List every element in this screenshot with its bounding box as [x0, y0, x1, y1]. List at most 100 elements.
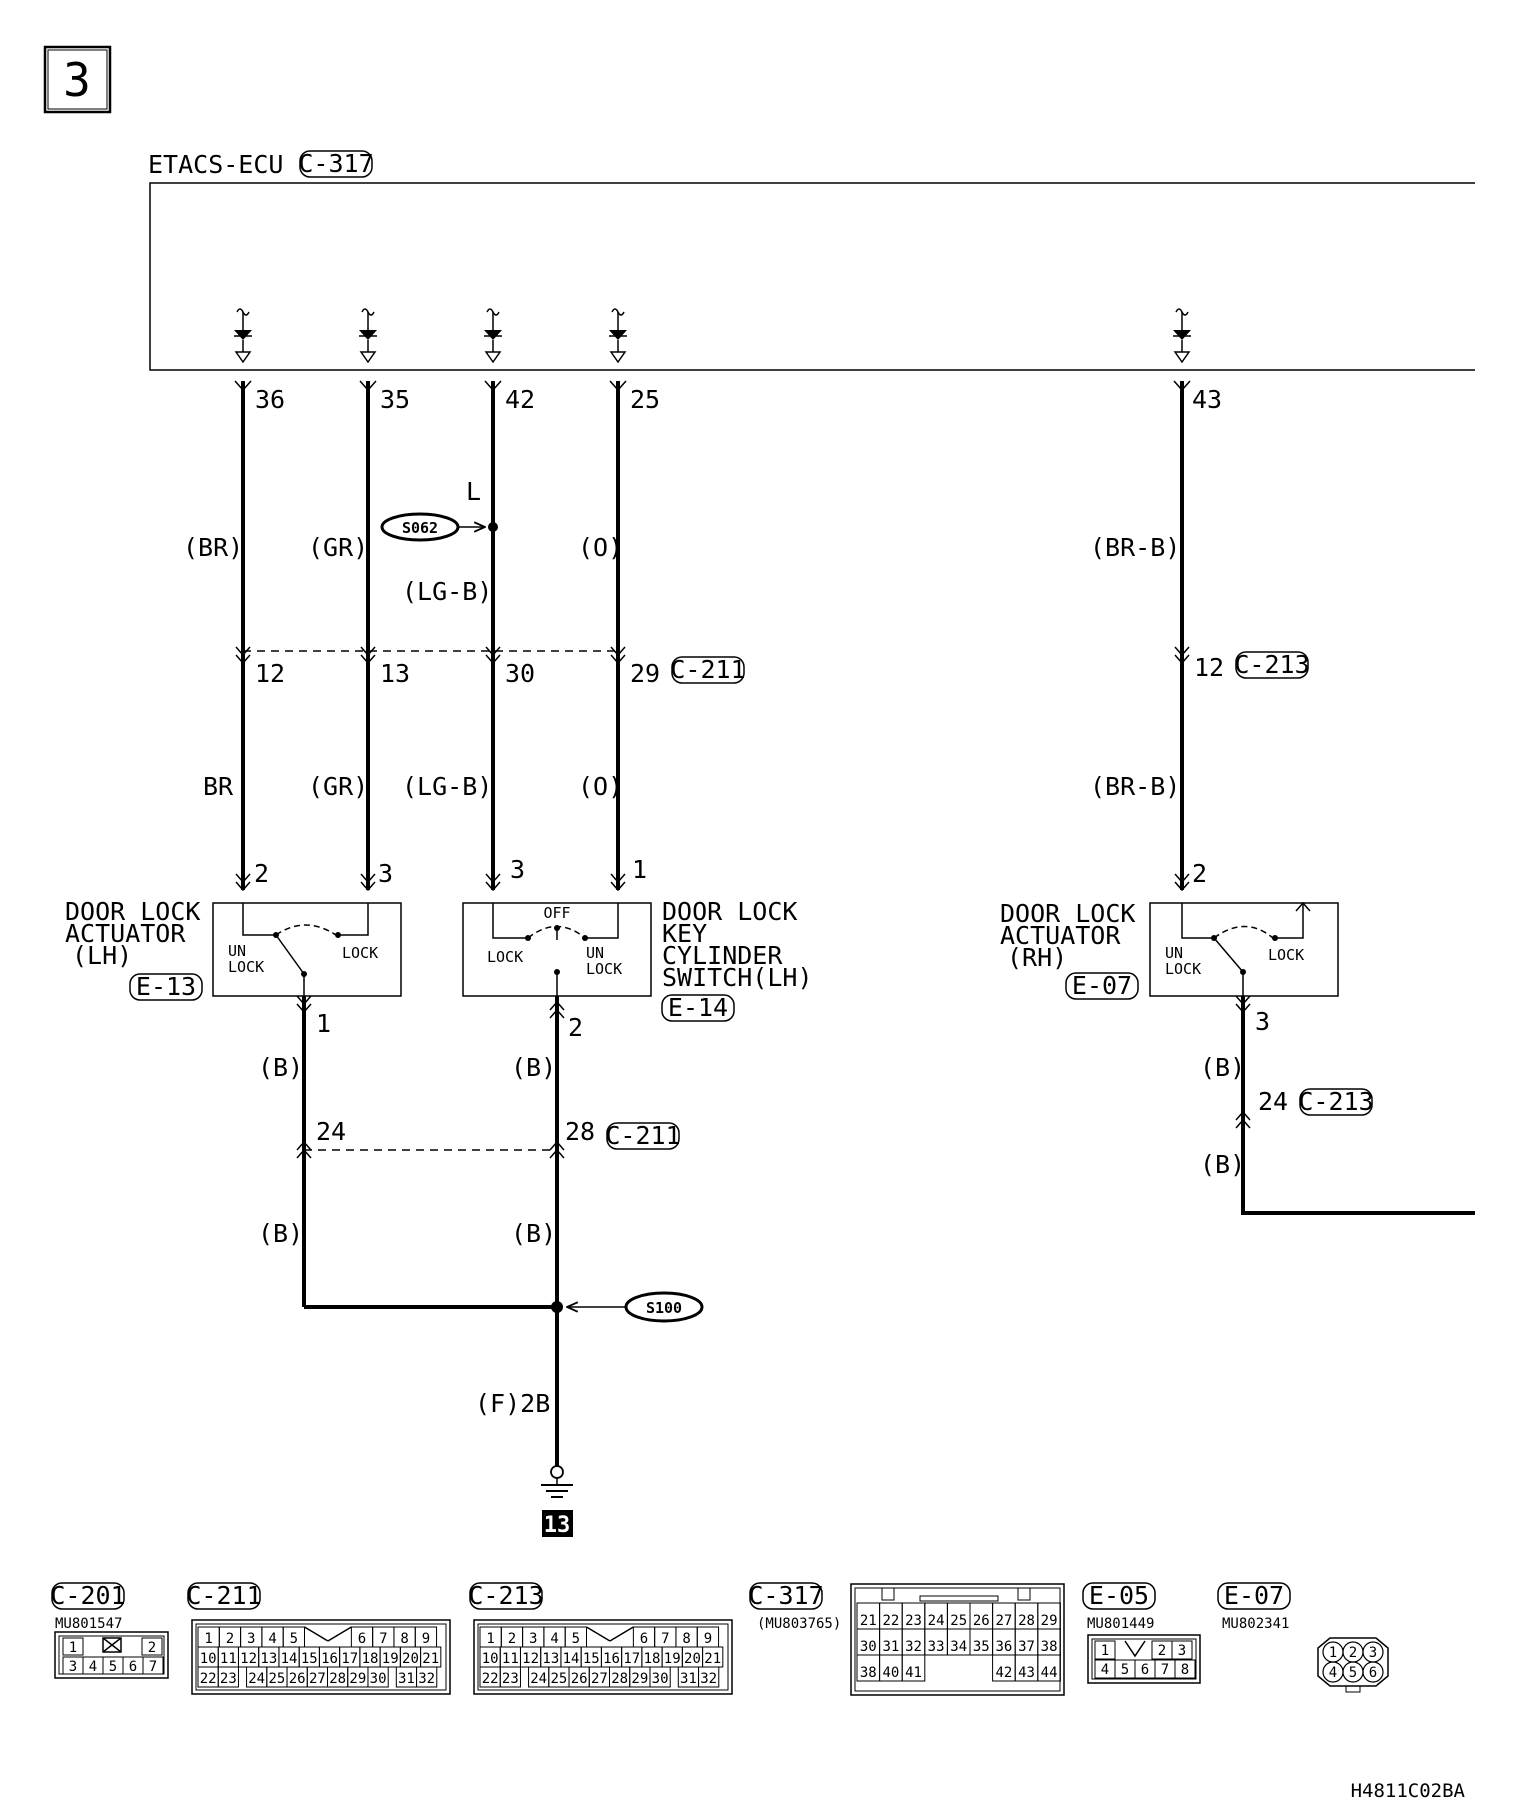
c317-r2-cell-label: 40 — [882, 1665, 899, 1681]
C-213-r0-cell-label: 4 — [550, 1631, 558, 1647]
C-213-r1-cell-label: 17 — [623, 1651, 640, 1667]
pin-25: 25 — [630, 385, 660, 414]
c211-pin-12: 12 — [255, 659, 285, 688]
c213-pin-24: 24 — [1258, 1087, 1288, 1116]
C-211-r2-cell-label: 23 — [220, 1671, 237, 1687]
wire-lg-b — [484, 380, 502, 890]
etacs-ecu: ETACS-ECU C-317 — [148, 149, 1475, 371]
C-211-r1-cell-label: 18 — [362, 1651, 379, 1667]
c317-r0-cell-label: 21 — [860, 1613, 877, 1629]
svg-text:C-211: C-211 — [186, 1581, 261, 1610]
door-lock-key-cylinder-switch-lh: 3 1 OFF LOCK UN LOCK DOOR LOCK KEY CYLIN… — [462, 855, 813, 1042]
C-213-r2-cell-label: 22 — [482, 1671, 499, 1687]
ecu-terminal-25 — [608, 308, 628, 363]
wire-color-l: L — [466, 477, 481, 506]
ground-point-marker — [542, 1510, 573, 1537]
pin-42: 42 — [505, 385, 535, 414]
c317-r1-cell-label: 35 — [973, 1639, 990, 1655]
c317-r0-cell-label: 29 — [1041, 1613, 1058, 1629]
C-213-r1-cell-label: 15 — [583, 1651, 600, 1667]
C-213-r1-cell-label: 11 — [502, 1651, 519, 1667]
C-213-r0-cell-label: 8 — [682, 1631, 690, 1647]
lh-pin-2: 2 — [254, 859, 269, 888]
svg-text:MU801449: MU801449 — [1087, 1616, 1154, 1632]
C-211-r2-cell-label: 22 — [200, 1671, 217, 1687]
c317-r1-cell-label: 37 — [1018, 1639, 1035, 1655]
svg-text:(LH): (LH) — [72, 941, 132, 970]
svg-text:(RH): (RH) — [1007, 943, 1067, 972]
c317-r1-cell-label: 31 — [882, 1639, 899, 1655]
ks-pin-3: 3 — [510, 855, 525, 884]
connector-view-e07: E-07 MU802341 1 2 3 4 5 6 — [1217, 1581, 1389, 1693]
svg-text:1: 1 — [69, 1640, 77, 1656]
C-211-r2-cell-label: 31 — [398, 1671, 415, 1687]
connector-key-mark — [304, 1626, 329, 1642]
svg-text:3: 3 — [69, 1659, 77, 1675]
lh-pin-1: 1 — [316, 1009, 331, 1038]
svg-text:5: 5 — [1349, 1665, 1357, 1681]
svg-text:KEY: KEY — [662, 919, 707, 948]
c317-r1-cell-label: 30 — [860, 1639, 877, 1655]
svg-text:8: 8 — [1181, 1662, 1189, 1678]
wire-color-gr-mid: (GR) — [308, 772, 368, 801]
c211-upper-tag: C-211 — [670, 655, 745, 684]
C-211-r0-cell-label: 1 — [204, 1631, 212, 1647]
C-211-r0-cell-label: 4 — [268, 1631, 276, 1647]
C-213-r0-cell-label: 7 — [661, 1631, 669, 1647]
pin-36: 36 — [255, 385, 285, 414]
c317-r1-cell-label: 32 — [905, 1639, 922, 1655]
door-lock-actuator-lh: DOOR LOCK ACTUATOR (LH) E-13 2 3 UN LOCK… — [65, 859, 402, 1038]
svg-text:ACTUATOR: ACTUATOR — [1000, 921, 1121, 950]
C-211-r0-cell-label: 2 — [226, 1631, 234, 1647]
C-211-r2-cell — [367, 1666, 389, 1688]
wire-color-b-ks-lower: (B) — [511, 1219, 556, 1248]
ecu-terminal-43 — [1172, 308, 1192, 363]
ks-pin-2: 2 — [568, 1013, 583, 1042]
C-213-r2-cell-label: 31 — [680, 1671, 697, 1687]
c317-r2-cell — [1037, 1654, 1061, 1682]
ground: (F)2B 13 — [475, 1389, 573, 1538]
rh-pin-3: 3 — [1255, 1007, 1270, 1036]
c213-upper-tag: C-213 — [1234, 650, 1309, 679]
C-211-r1-cell-label: 14 — [281, 1651, 298, 1667]
svg-text:E-05: E-05 — [1089, 1581, 1149, 1610]
svg-text:4: 4 — [89, 1659, 97, 1675]
wire-color-o-mid: (O) — [578, 772, 623, 801]
svg-text:4: 4 — [1329, 1665, 1337, 1681]
C-211-r0-cell-label: 3 — [247, 1631, 255, 1647]
C-213-r1-cell-label: 16 — [603, 1651, 620, 1667]
page-number: 3 — [63, 53, 91, 107]
C-213-r2-cell-label: 28 — [611, 1671, 628, 1687]
wire-b-rh — [1235, 995, 1475, 1215]
connector-key-mark — [586, 1626, 611, 1642]
c317-r1-cell-label: 36 — [995, 1639, 1012, 1655]
wire-color-lg-b: (LG-B) — [402, 577, 492, 606]
c317-r2-cell-label: 42 — [995, 1665, 1012, 1681]
svg-text:5: 5 — [1121, 1662, 1129, 1678]
wire-br — [234, 380, 252, 890]
c211-pin-30: 30 — [505, 659, 535, 688]
C-213-r1-cell-label: 14 — [563, 1651, 580, 1667]
c211-lower-tag: C-211 — [605, 1121, 680, 1150]
C-211-r2-cell — [217, 1666, 239, 1688]
C-213-r2-cell-label: 24 — [530, 1671, 547, 1687]
page-number-box: 3 — [43, 45, 112, 114]
splice-s062: S062 — [380, 512, 498, 542]
C-211-r1-cell-label: 17 — [341, 1651, 358, 1667]
svg-text:2: 2 — [148, 1640, 156, 1656]
c317-r2-cell — [901, 1654, 926, 1682]
C-211-r2-cell-label: 25 — [268, 1671, 285, 1687]
svg-text:1: 1 — [1329, 1645, 1337, 1661]
C-213-r2-cell-label: 30 — [652, 1671, 669, 1687]
wire-color-b-ks-upper: (B) — [511, 1053, 556, 1082]
svg-text:LOCK: LOCK — [487, 948, 523, 966]
c317-r2-cell-label: 38 — [860, 1665, 877, 1681]
ecu-terminal-35 — [358, 308, 378, 363]
connector-c213-lower: 24 C-213 — [1235, 1087, 1374, 1129]
connector-c211-lower: 24 28 C-211 — [296, 1117, 681, 1159]
c317-r0-cell-label: 28 — [1018, 1613, 1035, 1629]
svg-text:SWITCH(LH): SWITCH(LH) — [662, 963, 813, 992]
C-211-r2-cell-label: 30 — [370, 1671, 387, 1687]
svg-text:OFF: OFF — [543, 904, 570, 922]
